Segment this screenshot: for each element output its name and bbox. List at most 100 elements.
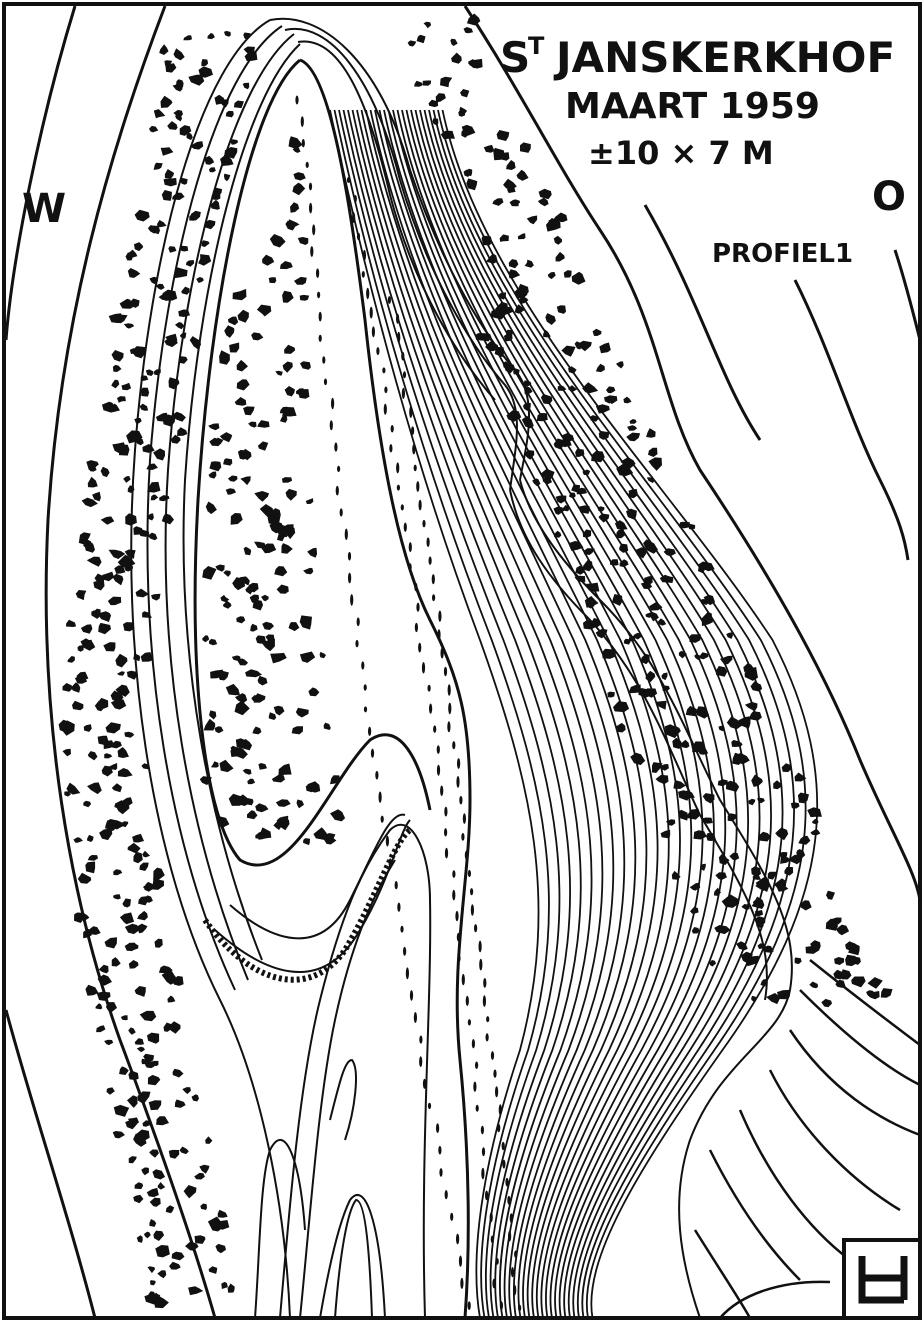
pebble: [766, 993, 780, 1004]
pebble: [149, 126, 158, 132]
pebble: [423, 81, 431, 86]
pebble: [300, 361, 311, 370]
pebble: [88, 751, 98, 760]
title-place: JANSKERKHOF: [553, 33, 895, 82]
sand-dot: [460, 1278, 463, 1289]
pebble: [177, 427, 187, 436]
pebble: [627, 425, 637, 431]
pebble: [224, 31, 231, 37]
pebble: [648, 448, 658, 457]
sand-dot: [500, 1301, 503, 1310]
sand-dot: [448, 684, 451, 696]
pebble: [330, 809, 345, 821]
pebble: [202, 566, 216, 580]
sand-dot: [403, 371, 406, 378]
pebble: [169, 1262, 181, 1270]
sand-dot: [456, 776, 459, 788]
pebble: [169, 1150, 180, 1159]
pebble: [497, 130, 510, 141]
pebble: [108, 597, 121, 606]
pebble: [157, 220, 167, 227]
pebble: [240, 476, 250, 485]
pebble: [121, 1015, 128, 1020]
pebble: [87, 835, 94, 842]
pebble: [134, 242, 143, 251]
sand-dot: [395, 881, 398, 889]
sand-dot: [490, 1212, 493, 1222]
sand-dot: [345, 529, 348, 541]
pebble: [694, 830, 707, 839]
pebble: [129, 1156, 137, 1163]
pebble: [220, 760, 234, 772]
pebble: [282, 291, 294, 303]
pebble: [76, 590, 87, 600]
pebble: [148, 1266, 156, 1273]
pebble: [149, 1219, 156, 1227]
sand-dot: [436, 1123, 439, 1133]
pebble: [223, 458, 232, 465]
pebble: [254, 491, 269, 502]
sand-dot: [337, 466, 340, 472]
sand-dot: [411, 426, 414, 435]
pebble: [308, 687, 319, 696]
pebble: [228, 476, 238, 482]
sand-dot: [457, 758, 460, 769]
pebble: [292, 726, 303, 734]
title-block: S T JANSKERKHOF MAART 1959 ±10 × 7 M: [500, 32, 895, 172]
pebble: [195, 1235, 206, 1244]
pebble: [113, 365, 122, 372]
pebble: [276, 799, 291, 807]
pebble: [188, 75, 204, 86]
pebble: [175, 267, 188, 278]
sand-dot: [466, 996, 469, 1006]
pebble: [243, 83, 250, 89]
sand-dot: [432, 594, 435, 601]
sand-dot: [492, 1279, 495, 1289]
pebble: [223, 570, 230, 577]
pebble: [226, 488, 236, 495]
pebble: [172, 193, 185, 200]
pebble: [229, 343, 239, 353]
sand-dot: [396, 462, 399, 473]
title-size: ±10 × 7 M: [588, 134, 774, 172]
pebble: [623, 397, 631, 404]
sand-dot: [401, 352, 404, 361]
sand-dot: [400, 926, 403, 933]
pebble: [128, 843, 141, 854]
pebble: [149, 1150, 159, 1158]
profile-label: PROFIEL1: [712, 239, 853, 269]
sand-dot: [379, 792, 382, 803]
sand-dot: [482, 1147, 485, 1156]
pebble: [111, 380, 119, 389]
pebble: [148, 1075, 160, 1085]
pebble: [233, 289, 247, 300]
stratum-line: [438, 110, 806, 1318]
title-date: MAART 1959: [565, 86, 820, 127]
pebble: [484, 145, 495, 153]
sand-dot: [415, 623, 418, 632]
pebble: [525, 260, 534, 268]
pebble: [215, 1244, 226, 1253]
pebble: [231, 513, 243, 525]
sand-dot: [518, 1305, 521, 1312]
pebble: [149, 1100, 162, 1110]
pebble: [208, 423, 219, 430]
pebble: [245, 669, 262, 677]
pebble: [699, 652, 708, 659]
title-prefix: S: [500, 33, 530, 82]
pebble: [209, 167, 216, 172]
pebble: [464, 27, 474, 33]
pebble: [261, 595, 269, 602]
sand-dot: [486, 1016, 489, 1022]
pebble: [296, 708, 309, 718]
pebble: [148, 1291, 157, 1298]
pebble: [112, 574, 123, 586]
pebble: [209, 1266, 218, 1274]
pebble: [450, 39, 457, 46]
pebble: [137, 924, 148, 934]
sand-dot: [474, 924, 477, 932]
sand-dot: [510, 1213, 513, 1223]
pebble: [157, 1270, 166, 1278]
pebble: [234, 101, 244, 109]
pebble: [424, 22, 432, 29]
